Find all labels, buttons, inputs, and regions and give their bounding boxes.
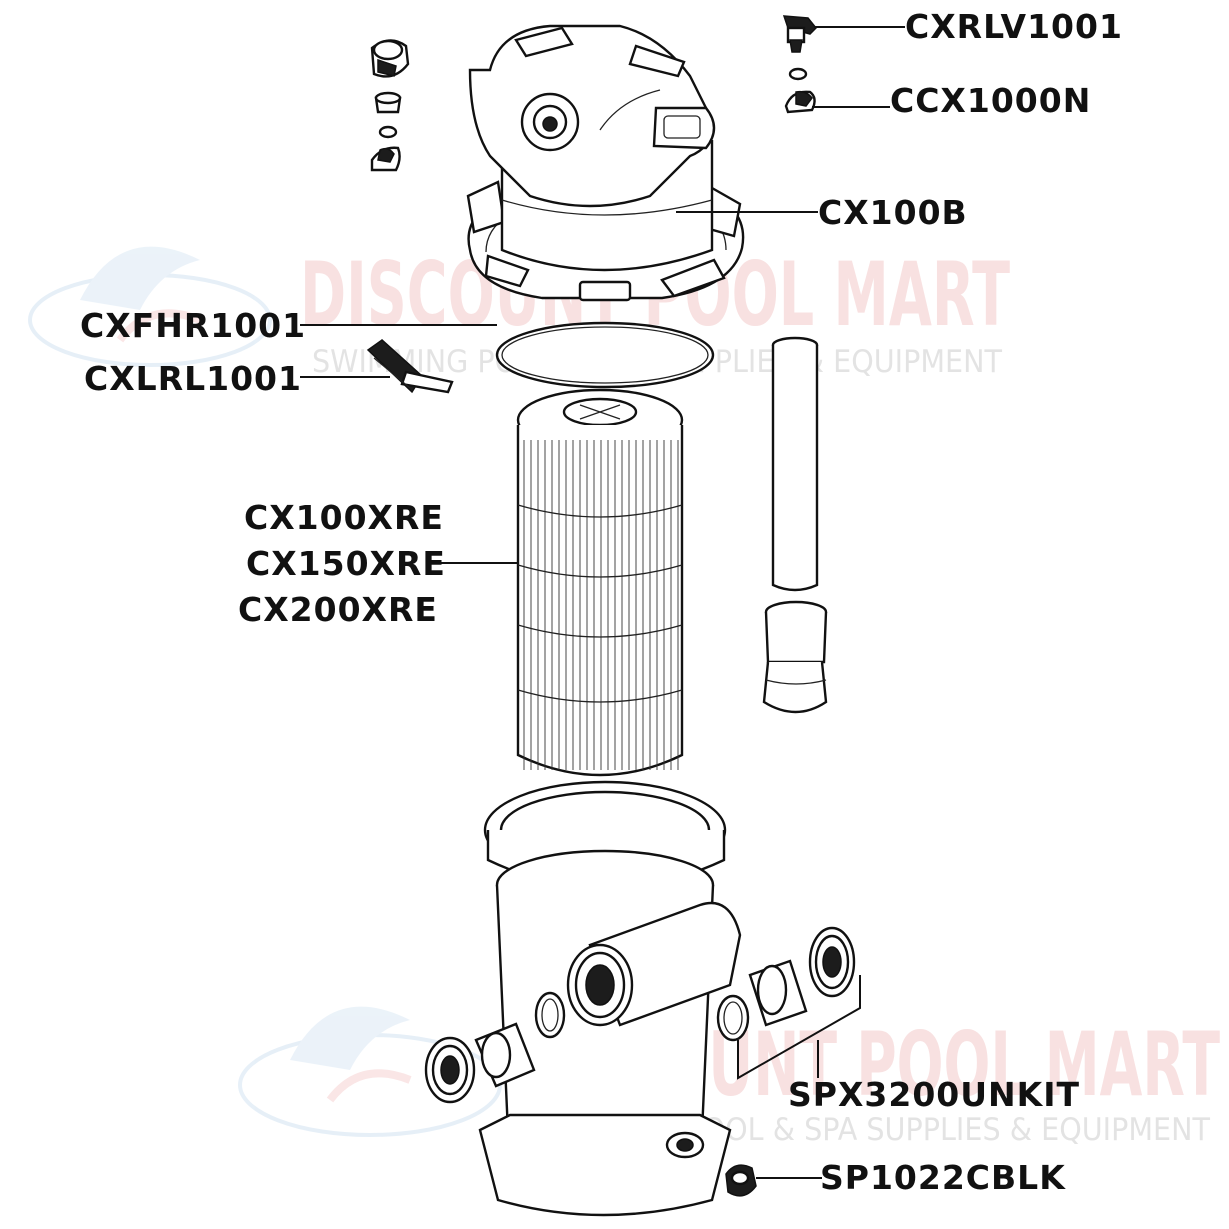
standpipe-part bbox=[771, 336, 819, 592]
label-drain-cap: CCX1000N bbox=[890, 81, 1091, 120]
filter-head bbox=[466, 24, 745, 302]
head-oring-inner bbox=[501, 326, 709, 384]
label-cartridge-1: CX100XRE bbox=[244, 498, 444, 537]
cap-part-left bbox=[370, 146, 401, 172]
cartridge-pleats bbox=[523, 440, 679, 770]
label-lock-ring-latch: CXLRL1001 bbox=[84, 359, 302, 398]
leader-lines bbox=[300, 26, 905, 1179]
label-cartridge-2: CX150XRE bbox=[246, 544, 446, 583]
union-kit-parts bbox=[424, 926, 856, 1104]
watermark-logo-icon bbox=[28, 246, 272, 367]
adapter-part bbox=[374, 91, 402, 114]
relief-valve-part bbox=[782, 15, 818, 53]
small-oring bbox=[378, 125, 398, 139]
head-oring bbox=[495, 321, 715, 389]
valve-oring bbox=[788, 67, 808, 81]
label-cartridge-3: CX200XRE bbox=[238, 590, 438, 629]
drain-plug-part bbox=[725, 1164, 757, 1197]
filter-tank bbox=[478, 849, 742, 1217]
lock-ring-latch-part bbox=[366, 339, 454, 394]
knob-part bbox=[370, 39, 410, 78]
label-relief-valve: CXRLV1001 bbox=[905, 7, 1123, 46]
filter-cartridge bbox=[516, 388, 684, 777]
drain-cap-part bbox=[784, 90, 816, 114]
label-union-kit: SPX3200UNKIT bbox=[788, 1075, 1080, 1114]
pipe-adapter-part bbox=[762, 600, 828, 714]
air-bleed-parts-left bbox=[370, 39, 410, 172]
label-filter-head: CX100B bbox=[818, 193, 968, 232]
label-head-oring: CXFHR1001 bbox=[80, 306, 306, 345]
label-drain-plug: SP1022CBLK bbox=[820, 1158, 1066, 1197]
